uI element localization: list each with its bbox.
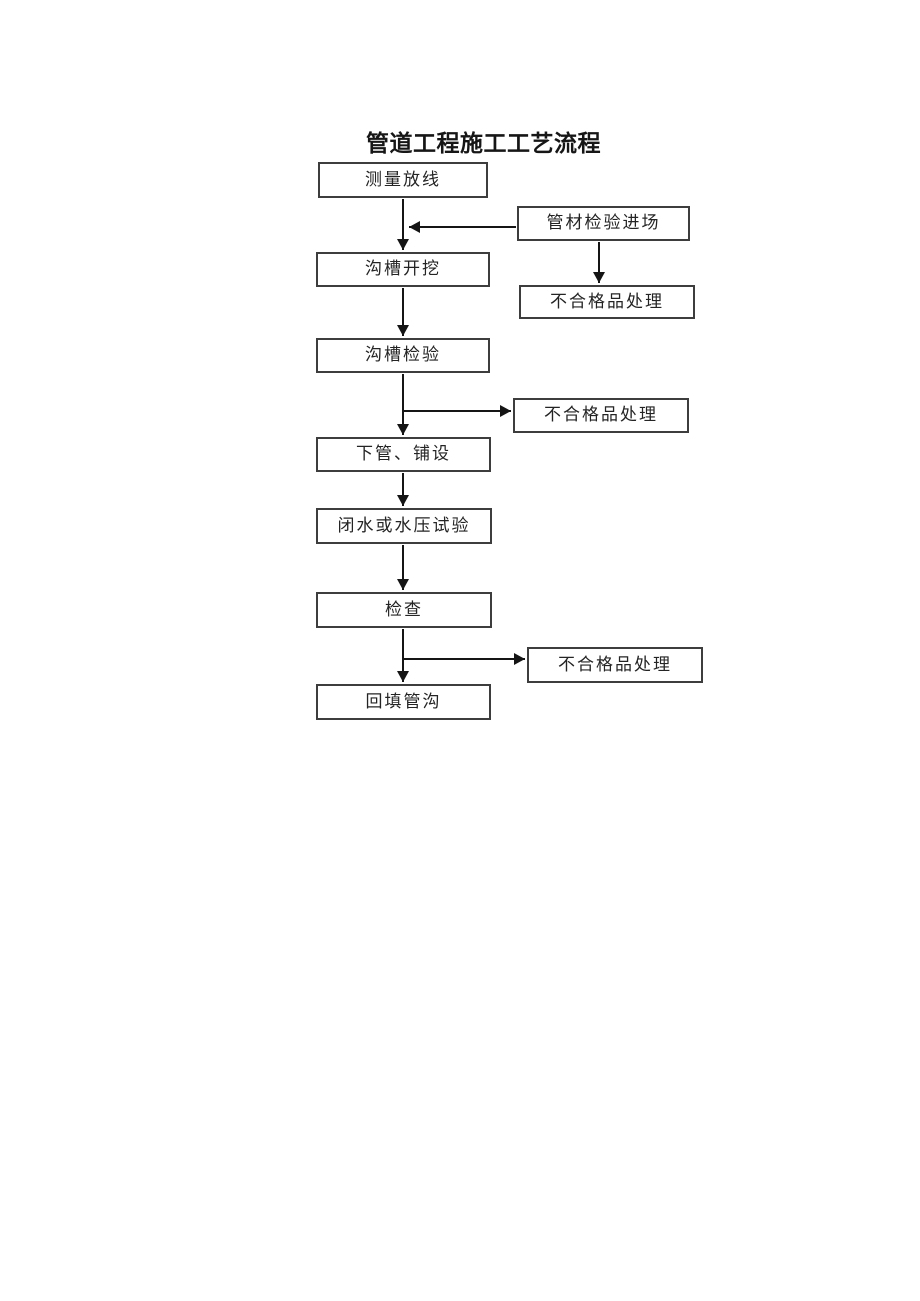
flow-node-water-pressure-test: 闭水或水压试验 bbox=[316, 508, 492, 544]
flow-node-label: 沟槽检验 bbox=[365, 345, 441, 365]
flow-node-label: 管材检验进场 bbox=[546, 213, 661, 233]
flow-node-label: 回填管沟 bbox=[365, 691, 442, 712]
flow-node-pipe-material-inspection-entry: 管材检验进场 bbox=[517, 206, 690, 241]
flow-node-nonconforming-handling-1: 不合格品处理 bbox=[519, 285, 695, 319]
flow-node-pipe-lowering-laying: 下管、铺设 bbox=[316, 437, 491, 472]
flow-node-label: 不合格品处理 bbox=[558, 654, 672, 675]
flow-node-nonconforming-handling-2: 不合格品处理 bbox=[513, 398, 689, 433]
flow-node-inspection: 检查 bbox=[316, 592, 492, 628]
flow-node-label: 不合格品处理 bbox=[550, 291, 664, 312]
flow-node-label: 沟槽开挖 bbox=[365, 259, 441, 279]
flow-node-survey-layout: 测量放线 bbox=[318, 162, 488, 198]
flow-node-nonconforming-handling-3: 不合格品处理 bbox=[527, 647, 703, 683]
flow-node-label: 下管、铺设 bbox=[356, 444, 451, 464]
flow-node-trench-excavation: 沟槽开挖 bbox=[316, 252, 490, 287]
flowchart-title: 管道工程施工工艺流程 bbox=[366, 130, 601, 156]
flow-node-label: 检查 bbox=[385, 599, 423, 620]
flow-node-label: 闭水或水压试验 bbox=[337, 515, 471, 536]
flow-node-trench-inspection: 沟槽检验 bbox=[316, 338, 490, 373]
flow-node-label: 不合格品处理 bbox=[544, 405, 658, 425]
flow-node-label: 测量放线 bbox=[365, 169, 441, 190]
flow-node-backfill-trench: 回填管沟 bbox=[316, 684, 491, 720]
